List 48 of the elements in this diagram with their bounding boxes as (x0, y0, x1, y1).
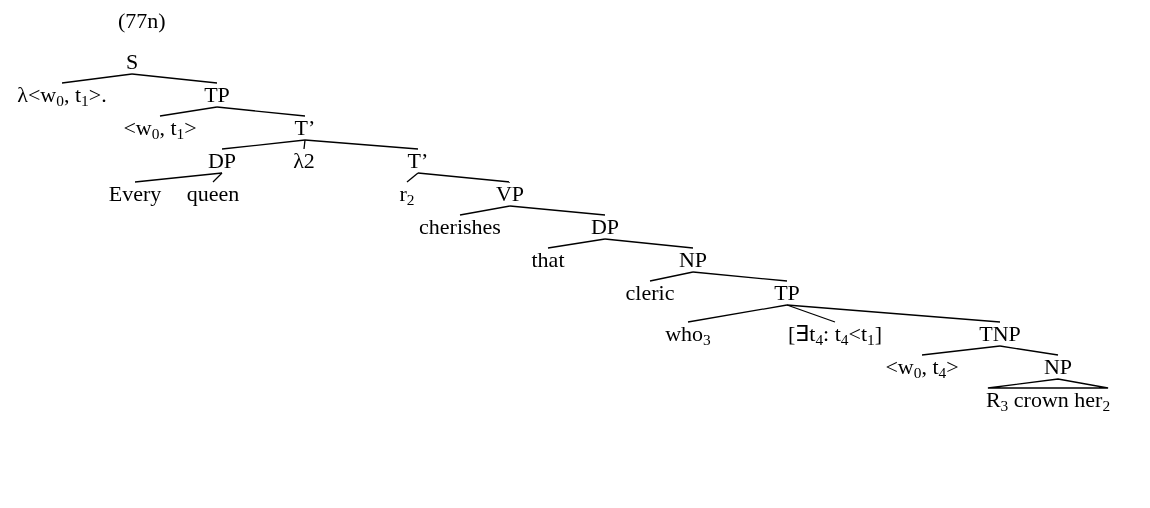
tree-node-label: λ<w$_{0}$, t$_{1}$>. (17, 84, 107, 106)
tree-node-label: TP (204, 84, 230, 106)
branch-line (692, 271, 788, 282)
branch-line (303, 139, 306, 150)
tree-node-label: queen (186, 183, 240, 205)
example-number: (77n) (118, 10, 166, 32)
triangle-branch (987, 378, 1109, 389)
branch-line (786, 304, 1001, 323)
tree-node-label: that (531, 249, 565, 271)
branch-line (459, 205, 511, 216)
tree-node-label: r$_{2}$ (399, 183, 415, 205)
tree-node-label: NP (678, 249, 708, 271)
tree-node-label: λ2 (293, 150, 315, 172)
tree-node-label: [∃t$_{4}$: t$_{4}$<t$_{1}$] (787, 323, 883, 345)
tree-node-label: S (125, 51, 139, 73)
branch-line (61, 73, 133, 84)
branch-line (417, 172, 511, 183)
tree-node-label: NP (1043, 356, 1073, 378)
branch-line (131, 73, 218, 84)
branch-line (547, 238, 606, 249)
tree-node-label: VP (495, 183, 525, 205)
tree-node-label: who$_{3}$ (665, 323, 711, 345)
tree-node-label: DP (207, 150, 237, 172)
branch-line (999, 345, 1059, 356)
branch-line (304, 139, 419, 150)
branch-line (687, 304, 788, 323)
tree-node-label: DP (590, 216, 620, 238)
tree-node-label: cleric (625, 282, 675, 304)
branch-line (212, 172, 223, 183)
tree-node-label: R$_{3}$ crown her$_{2}$ (985, 389, 1111, 411)
tree-node-label: T’ (407, 150, 429, 172)
branch-line (604, 238, 694, 249)
branch-line (921, 345, 1001, 356)
branch-line (406, 172, 419, 183)
tree-node-label: TP (774, 282, 800, 304)
tree-node-label: TNP (979, 323, 1021, 345)
branch-line (216, 106, 306, 117)
branch-line (649, 271, 694, 282)
tree-node-label: cherishes (419, 216, 501, 238)
tree-node-label: <w$_{0}$, t$_{1}$> (123, 117, 197, 139)
branch-line (509, 205, 606, 216)
branch-line (221, 139, 306, 150)
branch-line (159, 106, 218, 117)
branch-line (134, 172, 223, 183)
tree-node-label: T’ (294, 117, 316, 139)
tree-node-label: Every (108, 183, 162, 205)
branch-line (786, 304, 836, 323)
tree-node-label: <w$_{0}$, t$_{4}$> (885, 356, 959, 378)
